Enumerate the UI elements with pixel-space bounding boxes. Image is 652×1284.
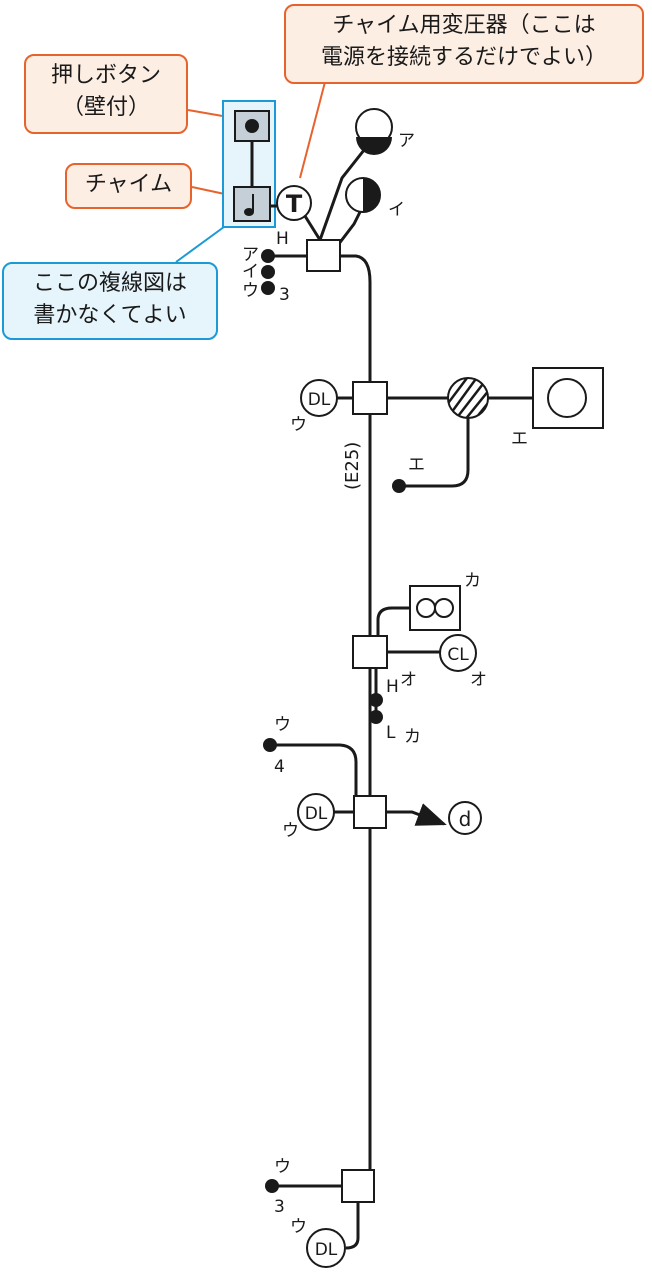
switch-dot-e — [392, 479, 406, 493]
switch-dots — [261, 249, 406, 1193]
label-switch-i: イ — [242, 262, 259, 282]
transformer-symbol: T — [276, 185, 312, 221]
callout-chime: チャイム — [65, 163, 192, 209]
junction-box-1 — [306, 239, 341, 272]
label-switch-a: ア — [242, 245, 259, 265]
downlight-2: DL — [297, 793, 335, 831]
wire-hatched-switchE — [400, 418, 470, 488]
wire-box4-arrow — [386, 803, 447, 826]
pointer-note — [175, 223, 229, 263]
label-switch-h: H — [386, 677, 399, 697]
callout-chime-line1: チャイム — [84, 172, 173, 197]
switch-dot-u4 — [263, 738, 277, 752]
label-downlight-2-u: ウ — [282, 821, 299, 841]
duplex-outlet-symbol — [409, 585, 461, 631]
callout-note: ここの複線図は 書かなくてよい — [2, 262, 218, 340]
ceiling-light-symbol: CL — [439, 634, 477, 672]
wire-transformer-box1 — [303, 215, 322, 241]
switch-dot-u — [261, 281, 275, 295]
transformer-label: T — [286, 190, 303, 218]
callout-transformer-line1: チャイム用変圧器（ここは — [332, 13, 596, 38]
wire-main-1 — [340, 254, 372, 382]
callout-note-line1: ここの複線図は — [32, 271, 187, 296]
label-switch3-u: ウ — [274, 1157, 291, 1177]
label-switch4-4: 4 — [274, 757, 285, 777]
switch-dot-u3 — [265, 1179, 279, 1193]
conduit-label: (E25) — [342, 442, 363, 490]
callout-transformer-line2: 電源を接続するだけでよい） — [320, 45, 607, 70]
downlight-3-label: DL — [315, 1240, 338, 1260]
callout-transformer: チャイム用変圧器（ここは 電源を接続するだけでよい） — [284, 4, 644, 84]
label-lamp-e: エ — [511, 429, 528, 449]
label-switch-l: L — [386, 723, 396, 743]
wire-box1-lampI — [336, 211, 362, 246]
junction-box-5 — [341, 1169, 375, 1203]
push-button-symbol — [234, 110, 270, 142]
switch-dot-o — [369, 693, 383, 707]
switch-dot-i — [261, 265, 275, 279]
callout-note-line2: 書かなくてよい — [33, 303, 187, 328]
label-downlight-3-u: ウ — [290, 1217, 307, 1237]
label-outlet-ka: カ — [464, 571, 481, 591]
label-switch-3-top: 3 — [279, 285, 290, 305]
ceiling-light-label: CL — [447, 645, 469, 665]
switch-dot-ka — [369, 710, 383, 724]
downlight-1-label: DL — [308, 390, 331, 410]
downlight-3: DL — [306, 1228, 346, 1268]
downlight-1: DL — [300, 379, 338, 417]
label-downlight-1-u: ウ — [290, 415, 307, 435]
label-switch-o: オ — [400, 670, 417, 690]
label-cl-o: オ — [470, 670, 487, 690]
label-switch4-u: ウ — [274, 715, 291, 735]
label-switch-ka: カ — [404, 727, 421, 747]
lamp-i-symbol — [345, 177, 381, 213]
wire-box5-dl — [345, 1202, 360, 1250]
lamp-e-symbol — [532, 367, 604, 429]
downlight-2-label: DL — [305, 804, 328, 824]
outlet-d-symbol: d — [448, 801, 482, 835]
callout-push-button-line2: （壁付） — [61, 95, 150, 120]
label-switch-u: ウ — [242, 281, 259, 301]
callout-push-button-line1: 押しボタン — [50, 63, 161, 88]
junction-box-3 — [352, 635, 388, 669]
wire-switch4-box4 — [272, 743, 358, 796]
junction-box-2 — [352, 381, 388, 415]
pointer-transformer — [299, 81, 326, 179]
label-switch-e: エ — [408, 455, 425, 475]
label-lamp-i: イ — [388, 200, 405, 220]
wires — [250, 140, 533, 1250]
wire-box3-outlet — [376, 606, 410, 636]
hatched-light-symbol — [447, 377, 489, 419]
label-h-top: H — [276, 229, 289, 249]
outlet-d-label: d — [459, 807, 472, 831]
switch-dot-a — [261, 249, 275, 263]
lamp-a-symbol — [355, 108, 393, 155]
junction-box-4 — [353, 795, 387, 829]
callout-push-button: 押しボタン （壁付） — [24, 54, 188, 134]
chime-symbol — [233, 186, 271, 222]
label-switch3-3: 3 — [274, 1197, 285, 1217]
wire-box1-lampA — [318, 144, 370, 241]
label-lamp-a: ア — [398, 131, 415, 151]
